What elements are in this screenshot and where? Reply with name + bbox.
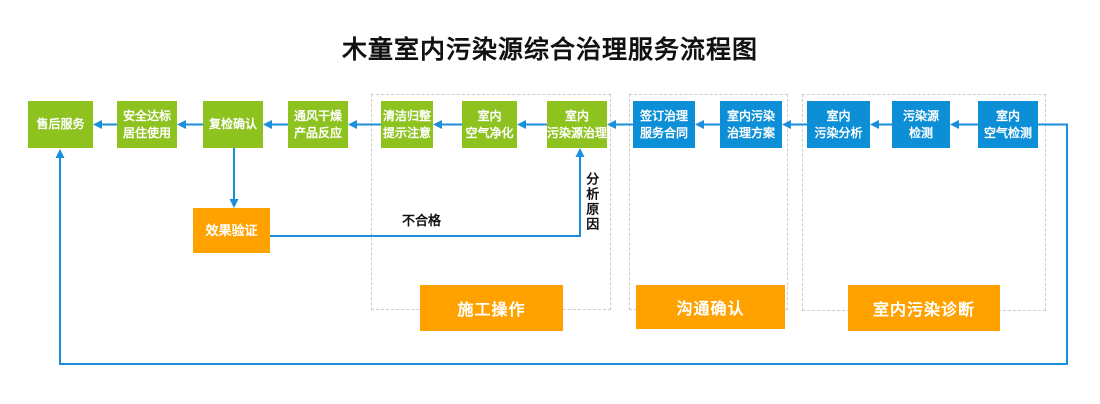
section-label-text: 沟通确认 bbox=[676, 301, 745, 318]
node-label: 污染源 检测 bbox=[902, 109, 939, 140]
node-safety-compliance: 安全达标 居住使用 bbox=[117, 101, 177, 148]
section-label-text: 施工操作 bbox=[457, 302, 526, 319]
diagram-title: 木童室内污染源综合治理服务流程图 bbox=[341, 36, 758, 64]
node-label: 签订治理 服务合同 bbox=[639, 109, 688, 140]
section-label-text: 室内污染诊断 bbox=[872, 302, 975, 319]
section-label-construction: 施工操作 bbox=[420, 285, 563, 331]
node-label: 室内污染 治理方案 bbox=[726, 109, 775, 140]
edge-label-analyze-reason: 分析原因 bbox=[584, 172, 600, 232]
recheck-to-verification-arrow bbox=[229, 148, 239, 208]
edge-label-unqualified: 不合格 bbox=[402, 213, 442, 228]
node-label: 室内 空气检测 bbox=[983, 109, 1032, 140]
node-label: 室内 污染分析 bbox=[814, 109, 863, 140]
node-label: 室内 污染源治理 bbox=[547, 109, 608, 140]
node-effect-verification: 效果验证 bbox=[193, 208, 270, 253]
node-label: 安全达标 居住使用 bbox=[122, 109, 171, 140]
node-treatment-plan: 室内污染 治理方案 bbox=[720, 101, 782, 148]
node-indoor-air-testing: 室内 空气检测 bbox=[978, 101, 1038, 148]
node-indoor-air-purification: 室内 空气净化 bbox=[462, 101, 517, 148]
node-cleanup-notice: 清洁归整 提示注意 bbox=[381, 101, 433, 148]
node-label: 效果验证 bbox=[205, 222, 258, 238]
node-pollution-source-treatment: 室内 污染源治理 bbox=[547, 101, 607, 148]
node-ventilation-drying: 通风干燥 产品反应 bbox=[288, 101, 348, 148]
node-after-sales-service: 售后服务 bbox=[28, 101, 93, 148]
node-label: 复检确认 bbox=[208, 117, 257, 132]
node-label: 清洁归整 提示注意 bbox=[382, 109, 431, 140]
section-label-diagnosis: 室内污染诊断 bbox=[848, 285, 1000, 331]
section-label-communication: 沟通确认 bbox=[636, 285, 785, 329]
node-pollution-analysis: 室内 污染分析 bbox=[807, 101, 870, 148]
node-label: 售后服务 bbox=[36, 117, 85, 132]
node-sign-contract: 签订治理 服务合同 bbox=[633, 101, 695, 148]
node-label: 室内 空气净化 bbox=[465, 109, 514, 140]
node-recheck-confirm: 复检确认 bbox=[203, 101, 263, 148]
node-pollution-source-testing: 污染源 检测 bbox=[892, 101, 950, 148]
node-label: 通风干燥 产品反应 bbox=[293, 109, 342, 140]
